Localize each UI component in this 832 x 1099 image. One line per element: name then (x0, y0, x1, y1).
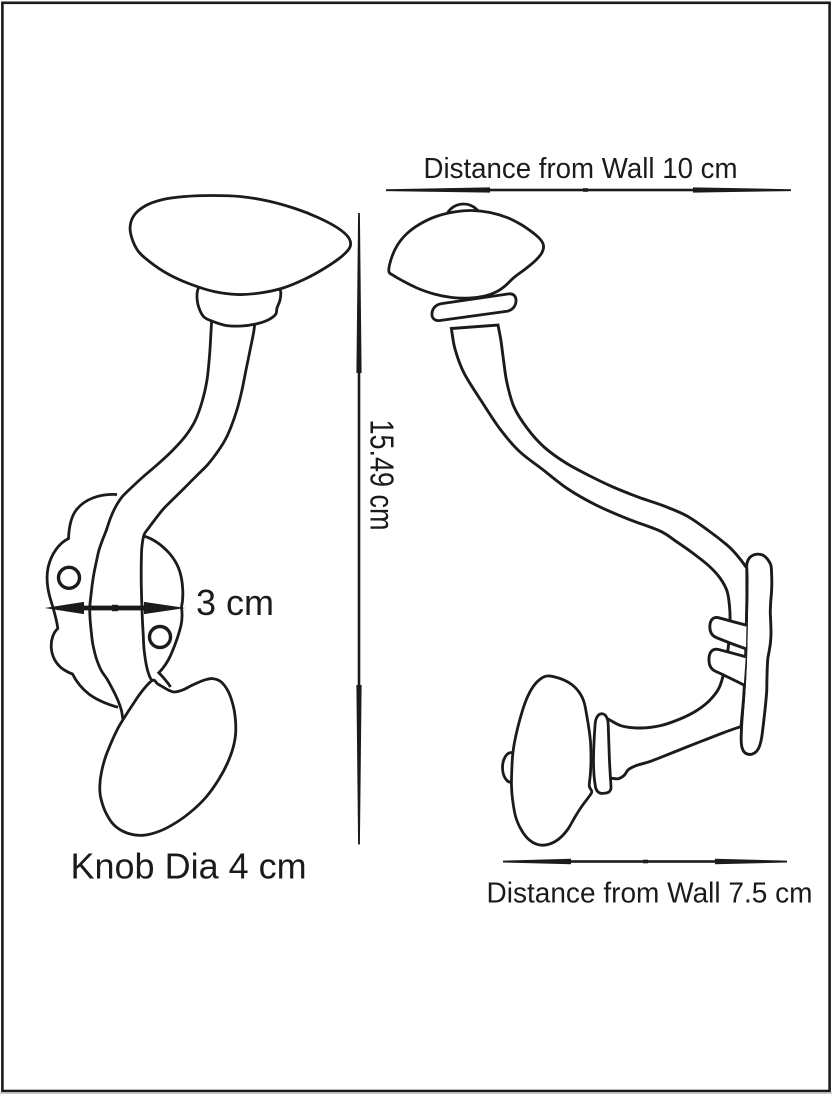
svg-text:Distance from Wall 7.5 cm: Distance from Wall 7.5 cm (487, 878, 813, 910)
svg-text:Distance from Wall 10 cm: Distance from Wall 10 cm (424, 153, 738, 185)
svg-text:15.49 cm: 15.49 cm (364, 420, 401, 531)
svg-text:Knob Dia 4 cm: Knob Dia 4 cm (71, 846, 307, 887)
svg-text:3 cm: 3 cm (196, 582, 274, 623)
